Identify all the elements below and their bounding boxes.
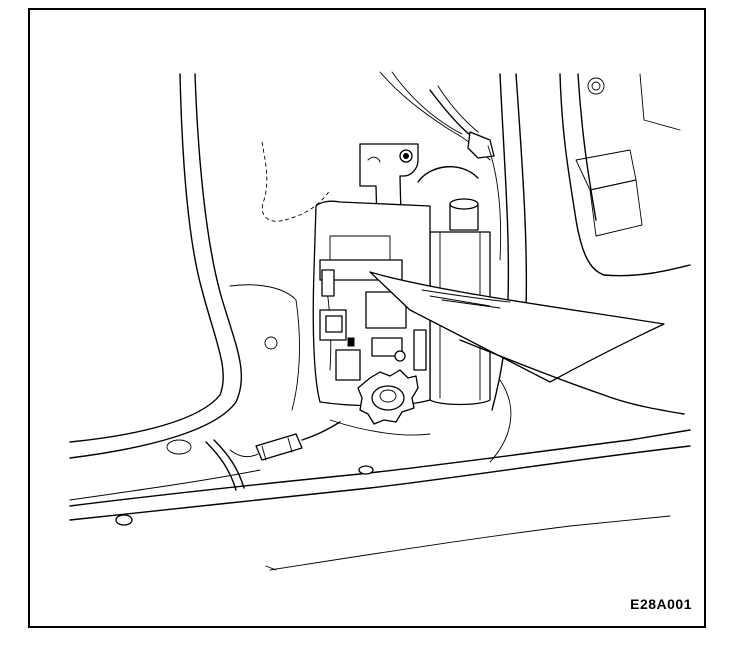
door-edge-right — [491, 73, 691, 411]
wiring-harness-connector — [205, 421, 341, 491]
door-inner-panel-outline — [69, 73, 300, 459]
rod-cable — [429, 85, 502, 261]
door-sill-lower — [69, 379, 691, 571]
lock-actuator-assembly — [312, 143, 491, 425]
figure-code-label: E28A001 — [630, 596, 692, 612]
figure-frame: E28A001 — [28, 8, 706, 628]
pointing-wedge — [369, 271, 685, 415]
door-lock-actuator-illustration — [69, 71, 691, 571]
